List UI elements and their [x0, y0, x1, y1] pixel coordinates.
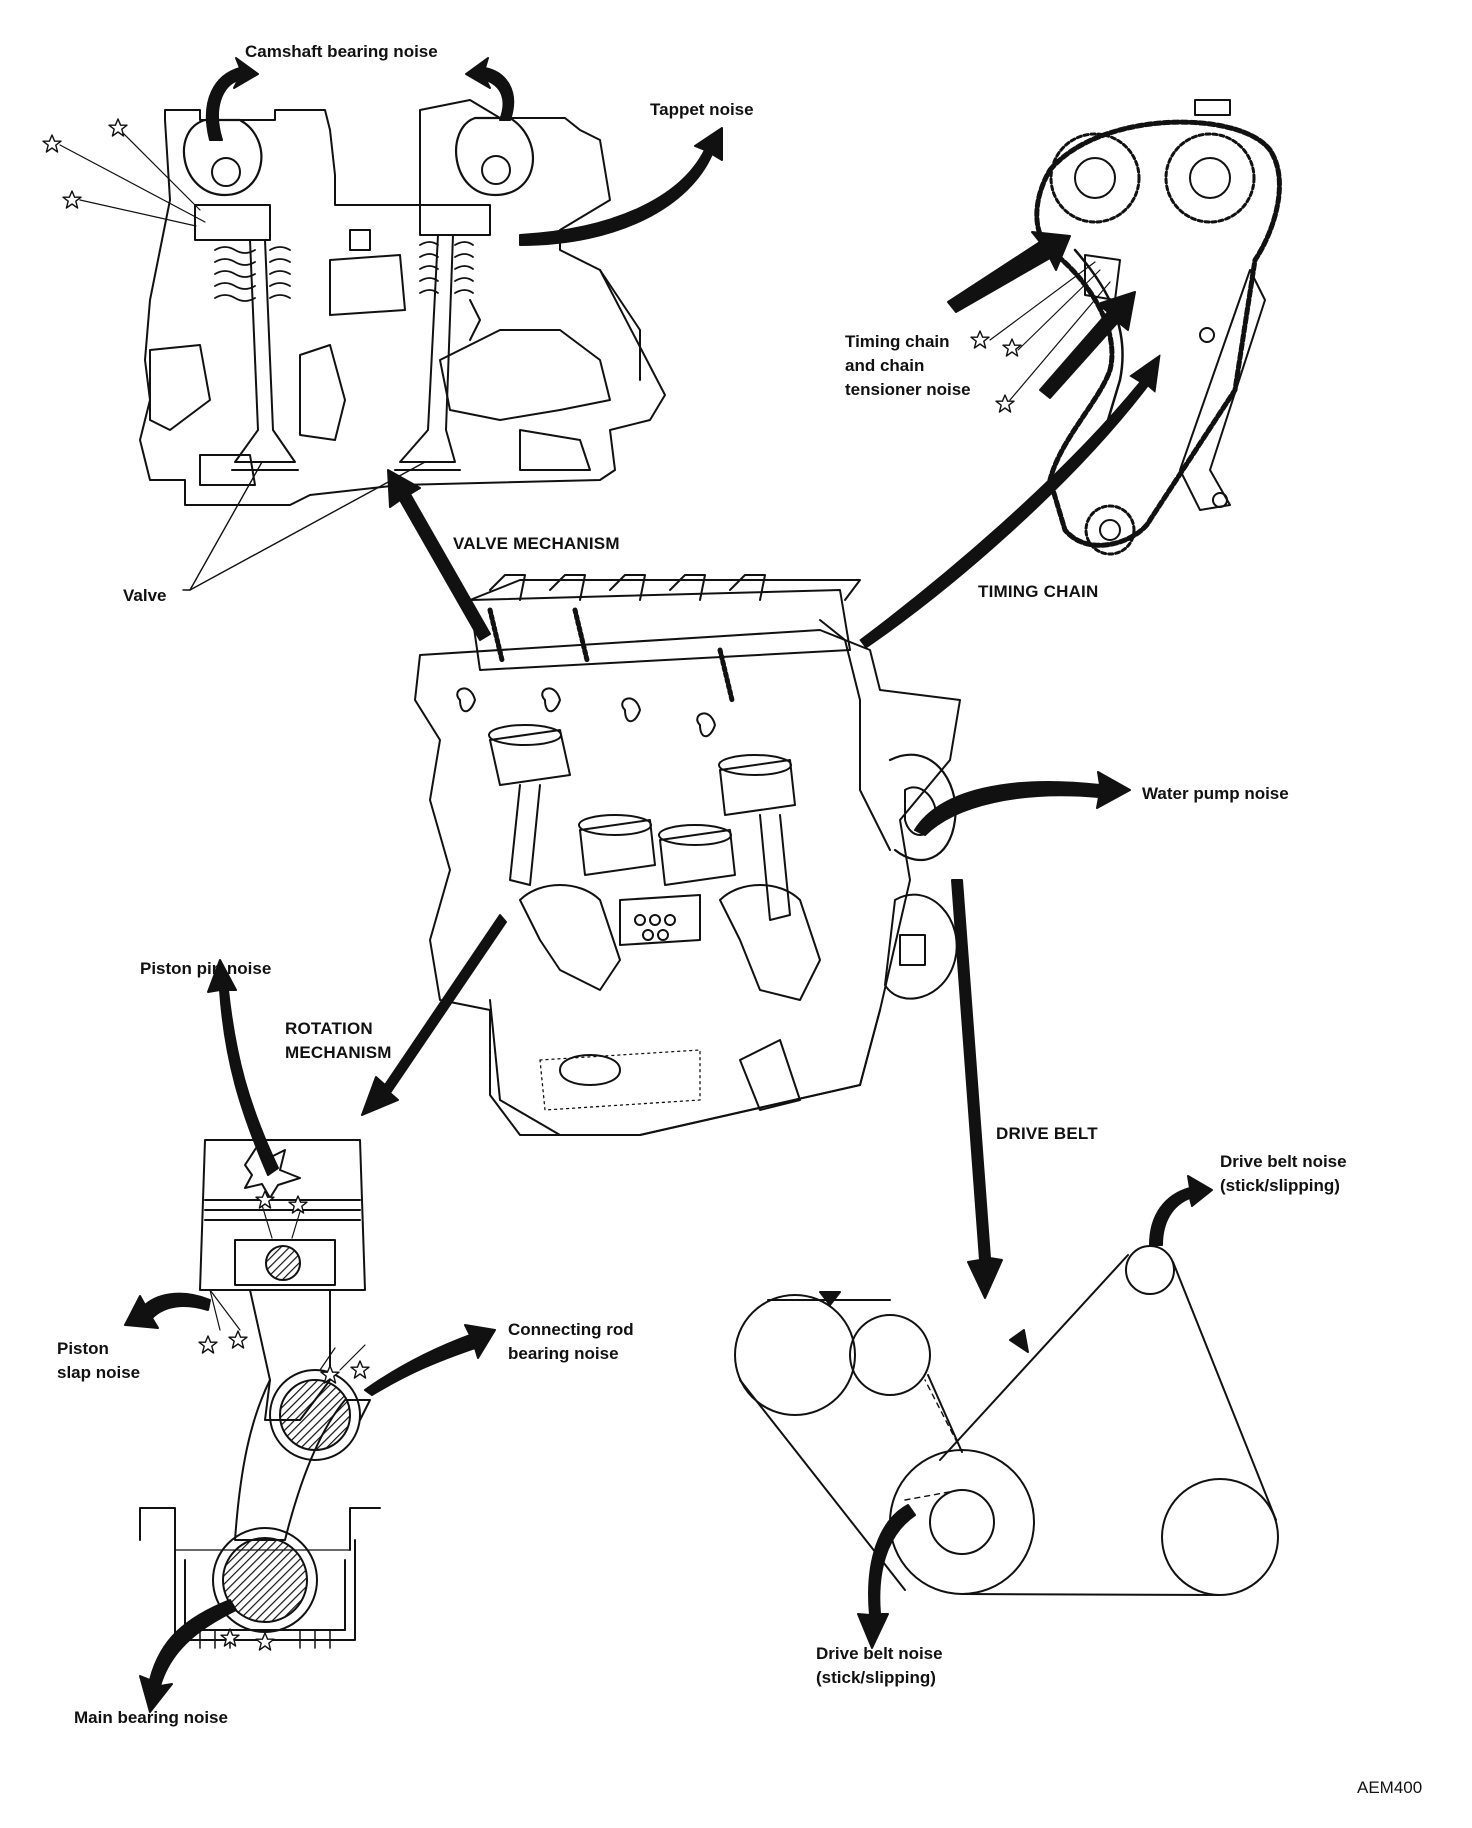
star-marker-icon [62, 190, 82, 209]
water-pump-noise-label: Water pump noise [1142, 784, 1289, 803]
drive-belt-bottom-arrow-icon [857, 1504, 916, 1649]
drive-belt-top-noise-label-2: (stick/slipping) [1220, 1176, 1340, 1195]
piston-assembly-illustration [139, 1139, 381, 1649]
rotation-mechanism-label-2: MECHANISM [285, 1043, 392, 1062]
tension-mark-icon [819, 1291, 841, 1306]
conrod-bearing-noise-label-2: bearing noise [508, 1344, 619, 1363]
drive-belt-arrow-icon [951, 879, 1003, 1299]
drive-belt-top-noise-label-1: Drive belt noise [1220, 1152, 1347, 1171]
main-bearing-arrow-icon [139, 1599, 237, 1713]
piston-slap-noise-label-2: slap noise [57, 1363, 141, 1382]
cylinder-head-illustration [59, 99, 666, 591]
camshaft-bearing-noise-label: Camshaft bearing noise [245, 42, 438, 61]
timing-chain-arrow-icon [859, 354, 1161, 649]
timing-arrow-upper-icon [947, 231, 1071, 313]
timing-chain-illustration [989, 99, 1282, 556]
piston-pin-noise-label: Piston pin noise [140, 959, 272, 978]
valve-mechanism-section-label: VALVE MECHANISM [453, 534, 620, 553]
valve-mechanism-arrow-icon [387, 469, 491, 641]
rotation-mechanism-arrow-icon [361, 914, 507, 1116]
piston-pin-arrow-icon [207, 959, 279, 1176]
water-pump-arrow-icon [914, 771, 1131, 836]
star-marker-icon [970, 330, 990, 349]
star-marker-icon [350, 1360, 370, 1379]
piston-slap-noise-label-1: Piston [57, 1339, 109, 1358]
star-marker-icon [255, 1632, 275, 1651]
camshaft-arrow-right-icon [465, 57, 515, 121]
timing-chain-noise-label-2: and chain [845, 356, 925, 375]
drive-belt-bottom-noise-label-2: (stick/slipping) [816, 1668, 936, 1687]
timing-arrow-lower-icon [1039, 291, 1136, 399]
valve-label: Valve [123, 586, 167, 605]
drive-belt-bottom-noise-label-1: Drive belt noise [816, 1644, 943, 1663]
conrod-bearing-arrow-icon [364, 1324, 496, 1396]
drive-belt-illustration [734, 1245, 1279, 1596]
camshaft-arrow-left-icon [205, 57, 259, 141]
star-marker-icon [1002, 338, 1022, 357]
conrod-bearing-noise-label-1: Connecting rod [508, 1320, 634, 1339]
rotation-mechanism-label-1: ROTATION [285, 1019, 373, 1038]
timing-chain-noise-label-1: Timing chain [845, 332, 950, 351]
timing-chain-noise-label-3: tensioner noise [845, 380, 971, 399]
star-marker-icon [108, 118, 128, 137]
star-marker-icon [42, 134, 62, 153]
piston-slap-arrow-icon [124, 1292, 211, 1329]
engine-block-illustration [414, 574, 961, 1136]
star-marker-icon [228, 1330, 248, 1349]
drive-belt-section-label: DRIVE BELT [996, 1124, 1098, 1143]
tension-mark-icon [1009, 1329, 1029, 1353]
timing-chain-section-label: TIMING CHAIN [978, 582, 1099, 601]
main-bearing-noise-label: Main bearing noise [74, 1708, 228, 1727]
star-marker-icon [255, 1190, 275, 1209]
figure-code: AEM400 [1357, 1778, 1423, 1797]
drive-belt-top-arrow-icon [1149, 1175, 1213, 1246]
star-marker-icon [198, 1335, 218, 1354]
tappet-noise-label: Tappet noise [650, 100, 754, 119]
tappet-arrow-icon [519, 127, 723, 246]
